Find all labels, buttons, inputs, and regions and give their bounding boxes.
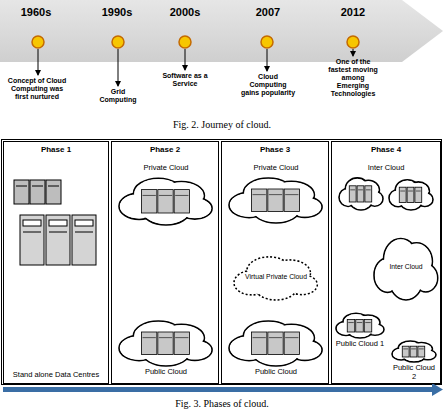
cloud-node: Public Cloud 2 xyxy=(390,338,438,381)
cloud-label: Public Cloud xyxy=(145,368,187,377)
cloud-node: Private Cloud xyxy=(227,164,325,225)
cloud-label: Public Cloud 1 xyxy=(336,340,384,349)
cloud-shape xyxy=(117,316,215,368)
cloud-shape xyxy=(336,173,436,213)
year-label: 1960s xyxy=(11,6,61,19)
phase-heading: Phase 4 xyxy=(332,145,440,154)
cloud-shape xyxy=(227,316,325,368)
phases-frame xyxy=(2,140,442,385)
phase-panel: Phase 1 Stand alone Data Centres xyxy=(3,141,109,384)
phase-heading: Phase 3 xyxy=(222,145,328,154)
cloud-node: Public Cloud xyxy=(117,316,215,377)
milestone-note: One of the fastest moving among Emerging… xyxy=(328,58,378,98)
cloud-label: Inter Cloud xyxy=(368,164,405,173)
year-label: 2007 xyxy=(243,6,293,19)
phase-heading: Phase 2 xyxy=(112,145,218,154)
phase-heading: Phase 1 xyxy=(4,145,108,154)
cloud-label: Inter Cloud xyxy=(372,263,440,271)
cloud-shape xyxy=(390,338,438,364)
cloud-node: Private Cloud xyxy=(117,164,215,227)
stand-alone-servers xyxy=(14,180,96,265)
cloud-shape xyxy=(117,173,215,227)
cloud-label: Public Cloud 2 xyxy=(390,364,438,381)
cloud-shape xyxy=(334,310,386,340)
cloud-node: Inter Cloud xyxy=(336,164,436,213)
progress-arrow xyxy=(3,383,443,396)
cloud-label: Public Cloud xyxy=(255,368,297,377)
year-label: 2000s xyxy=(160,6,210,19)
phase-panel: Phase 2 Private CloudPublic Cloud xyxy=(111,141,219,384)
cloud-label: Private Cloud xyxy=(253,164,298,173)
year-label: 2012 xyxy=(328,6,378,19)
cloud-shape xyxy=(227,173,325,225)
figure-caption: Fig. 2. Journey of cloud. xyxy=(72,119,372,131)
milestone-note: Software as a Service xyxy=(160,72,210,88)
milestone-note: Concept of Cloud Computing was first nur… xyxy=(4,77,70,101)
cloud-node: Inter Cloud xyxy=(372,232,440,302)
year-label: 1990s xyxy=(92,6,142,19)
phase-panel: Phase 4Inter CloudInter CloudPublic Clou… xyxy=(331,141,441,384)
phase-panel: Phase 3 Private CloudVirtual Private Clou… xyxy=(221,141,329,384)
milestone-note: Cloud Computing gains popularity xyxy=(240,73,296,97)
cloud-node: Virtual Private Cloud xyxy=(232,252,320,302)
cloud-label: Private Cloud xyxy=(143,164,188,173)
timeline-arrow xyxy=(0,0,443,62)
panel-caption: Stand alone Data Centres xyxy=(4,370,108,379)
cloud-node: Public Cloud xyxy=(227,316,325,377)
cloud-node: Public Cloud 1 xyxy=(334,310,386,349)
cloud-label: Virtual Private Cloud xyxy=(232,273,320,281)
figure-caption: Fig. 3. Phases of cloud. xyxy=(72,398,372,410)
timeline-dots xyxy=(32,36,359,48)
milestone-note: Grid Computing xyxy=(93,88,143,104)
